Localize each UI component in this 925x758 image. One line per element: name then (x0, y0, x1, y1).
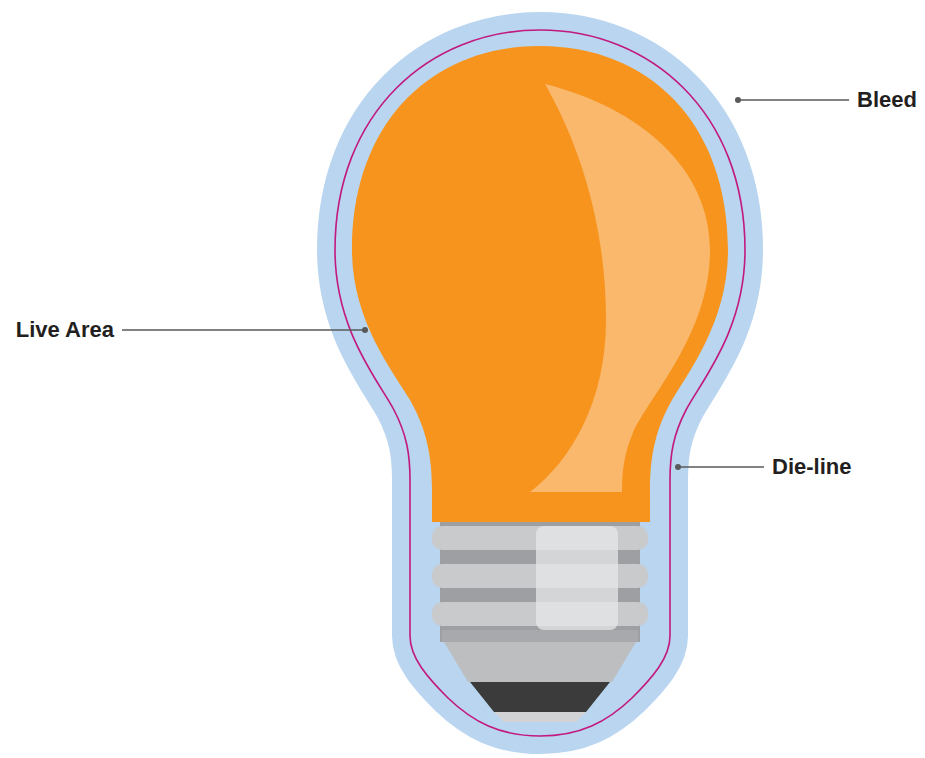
part-label: Die-line (772, 456, 851, 478)
leader-line (678, 466, 764, 468)
leader-line (122, 329, 365, 331)
leader-dot (735, 97, 741, 103)
leader-dot (362, 327, 368, 333)
bulb-glass (352, 46, 728, 522)
bleed-area (335, 30, 745, 736)
part-label: Bleed (857, 89, 917, 111)
screw-base (432, 522, 648, 722)
leader-dot (675, 464, 681, 470)
leader-line (738, 99, 849, 101)
glass-highlight (530, 84, 710, 492)
die-line (335, 30, 745, 736)
part-label: Live Area (16, 319, 114, 341)
